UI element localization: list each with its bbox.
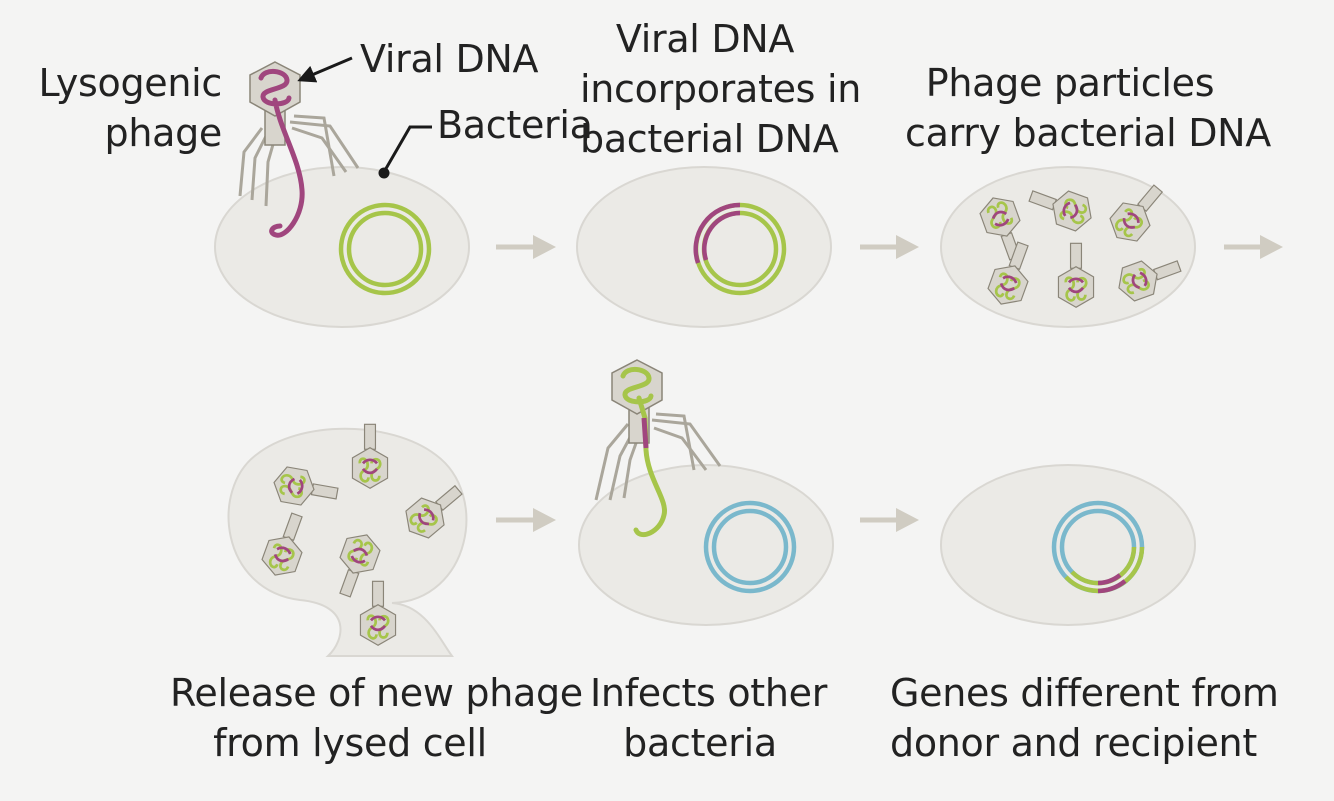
recipient-cell bbox=[578, 464, 834, 626]
bacterium-cell-3 bbox=[940, 166, 1196, 328]
bacterium-cell-2 bbox=[576, 166, 832, 328]
arrow-4 bbox=[496, 508, 556, 532]
bacterium-cell-1 bbox=[214, 166, 470, 328]
label-step-3: Phage particles carry bacterial DNA bbox=[905, 61, 1271, 155]
label-bacteria: Bacteria bbox=[437, 103, 593, 147]
infecting-phage bbox=[594, 359, 722, 537]
label-step-4: Release of new phage from lysed cell bbox=[170, 671, 583, 765]
recombinant-cell bbox=[940, 464, 1196, 626]
label-step-2: Viral DNA incorporates in bacterial DNA bbox=[580, 17, 861, 161]
arrow-3 bbox=[1224, 235, 1283, 259]
label-lysogenic-phage: Lysogenic phage bbox=[38, 61, 222, 155]
label-viral-dna: Viral DNA bbox=[360, 37, 539, 81]
label-step-6: Genes different from donor and recipient bbox=[890, 671, 1279, 765]
arrow-2 bbox=[860, 235, 919, 259]
lysed-cell bbox=[227, 422, 472, 657]
label-step-5: Infects other bacteria bbox=[590, 671, 828, 765]
viral-dna-pointer bbox=[297, 56, 353, 83]
arrow-5 bbox=[860, 508, 919, 532]
bacteria-pointer bbox=[378, 125, 432, 179]
lysogenic-phage bbox=[238, 61, 360, 238]
arrow-1 bbox=[496, 235, 556, 259]
